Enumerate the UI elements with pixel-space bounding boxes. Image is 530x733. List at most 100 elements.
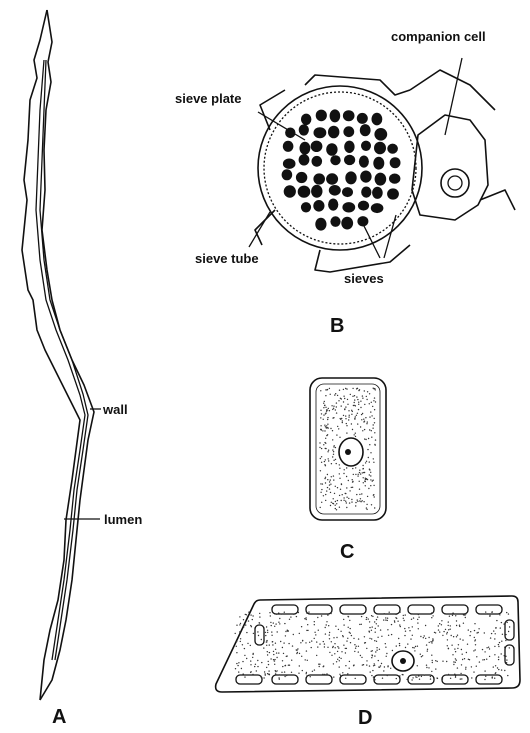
stipple-dot: [370, 479, 371, 480]
cell-d-cytoplasm: [235, 611, 511, 680]
stipple-dot: [327, 417, 328, 418]
stipple-dot: [319, 643, 320, 644]
stipple-dot: [331, 502, 332, 503]
stipple-dot: [330, 613, 331, 614]
stipple-dot: [329, 488, 330, 489]
stipple-dot: [349, 661, 350, 662]
stipple-dot: [325, 500, 326, 501]
stipple-dot: [250, 614, 251, 615]
stipple-dot: [359, 500, 360, 501]
stipple-dot: [361, 624, 362, 625]
stipple-dot: [363, 419, 364, 420]
stipple-dot: [427, 650, 428, 651]
stipple-dot: [335, 647, 336, 648]
stipple-dot: [465, 617, 466, 618]
stipple-dot: [372, 626, 373, 627]
stipple-dot: [248, 612, 249, 613]
stipple-dot: [288, 643, 289, 644]
stipple-dot: [475, 639, 476, 640]
stipple-dot: [235, 633, 236, 634]
stipple-dot: [404, 635, 405, 636]
stipple-dot: [396, 678, 397, 679]
stipple-dot: [453, 636, 454, 637]
stipple-dot: [329, 634, 330, 635]
stipple-dot: [353, 474, 354, 475]
stipple-dot: [455, 662, 456, 663]
stipple-dot: [358, 638, 359, 639]
stipple-dot: [373, 676, 374, 677]
sieve-pore: [372, 187, 383, 199]
stipple-dot: [307, 630, 308, 631]
stipple-dot: [320, 417, 321, 418]
stipple-dot: [375, 651, 376, 652]
stipple-dot: [375, 389, 376, 390]
sieve-pore: [343, 126, 354, 137]
stipple-dot: [335, 626, 336, 627]
stipple-dot: [448, 621, 449, 622]
stipple-dot: [333, 451, 334, 452]
stipple-dot: [374, 621, 375, 622]
stipple-dot: [381, 636, 382, 637]
sieve-pore: [360, 171, 371, 183]
stipple-dot: [408, 627, 409, 628]
stipple-dot: [259, 622, 260, 623]
stipple-dot: [469, 635, 470, 636]
stipple-dot: [370, 411, 371, 412]
stipple-dot: [367, 449, 368, 450]
stipple-dot: [345, 678, 346, 679]
stipple-dot: [374, 422, 375, 423]
sieve-pore: [344, 141, 354, 153]
stipple-dot: [387, 629, 388, 630]
stipple-dot: [356, 415, 357, 416]
sieves-leader-line-1: [362, 222, 380, 258]
stipple-dot: [333, 637, 334, 638]
stipple-dot: [343, 401, 344, 402]
stipple-dot: [367, 496, 368, 497]
stipple-dot: [500, 627, 501, 628]
stipple-dot: [345, 406, 346, 407]
stipple-dot: [343, 624, 344, 625]
stipple-dot: [347, 399, 348, 400]
stipple-dot: [335, 459, 336, 460]
stipple-dot: [486, 647, 487, 648]
stipple-dot: [501, 653, 502, 654]
stipple-dot: [314, 669, 315, 670]
stipple-dot: [326, 621, 327, 622]
stipple-dot: [358, 402, 359, 403]
stipple-dot: [442, 678, 443, 679]
stipple-dot: [475, 644, 476, 645]
stipple-dot: [336, 402, 337, 403]
stipple-dot: [320, 458, 321, 459]
stipple-dot: [240, 623, 241, 624]
sieve-pore: [328, 126, 339, 139]
stipple-dot: [368, 438, 369, 439]
stipple-dot: [321, 615, 322, 616]
stipple-dot: [286, 675, 287, 676]
sieves-label: sieves: [344, 271, 384, 286]
stipple-dot: [275, 623, 276, 624]
sieve-pore: [361, 187, 371, 198]
stipple-dot: [448, 625, 449, 626]
stipple-dot: [354, 402, 355, 403]
stipple-dot: [297, 648, 298, 649]
sieve-pore: [389, 174, 400, 184]
stipple-dot: [369, 403, 370, 404]
stipple-dot: [468, 659, 469, 660]
stipple-dot: [335, 393, 336, 394]
stipple-dot: [354, 418, 355, 419]
stipple-dot: [354, 399, 355, 400]
sieve-pore: [311, 185, 322, 198]
stipple-dot: [362, 413, 363, 414]
stipple-dot: [242, 644, 243, 645]
stipple-dot: [259, 616, 260, 617]
stipple-dot: [314, 624, 315, 625]
stipple-dot: [479, 613, 480, 614]
stipple-dot: [320, 429, 321, 430]
stipple-dot: [341, 613, 342, 614]
stipple-dot: [276, 657, 277, 658]
stipple-dot: [267, 651, 268, 652]
stipple-dot: [399, 645, 400, 646]
stipple-dot: [498, 644, 499, 645]
stipple-dot: [370, 671, 371, 672]
stipple-dot: [335, 501, 336, 502]
